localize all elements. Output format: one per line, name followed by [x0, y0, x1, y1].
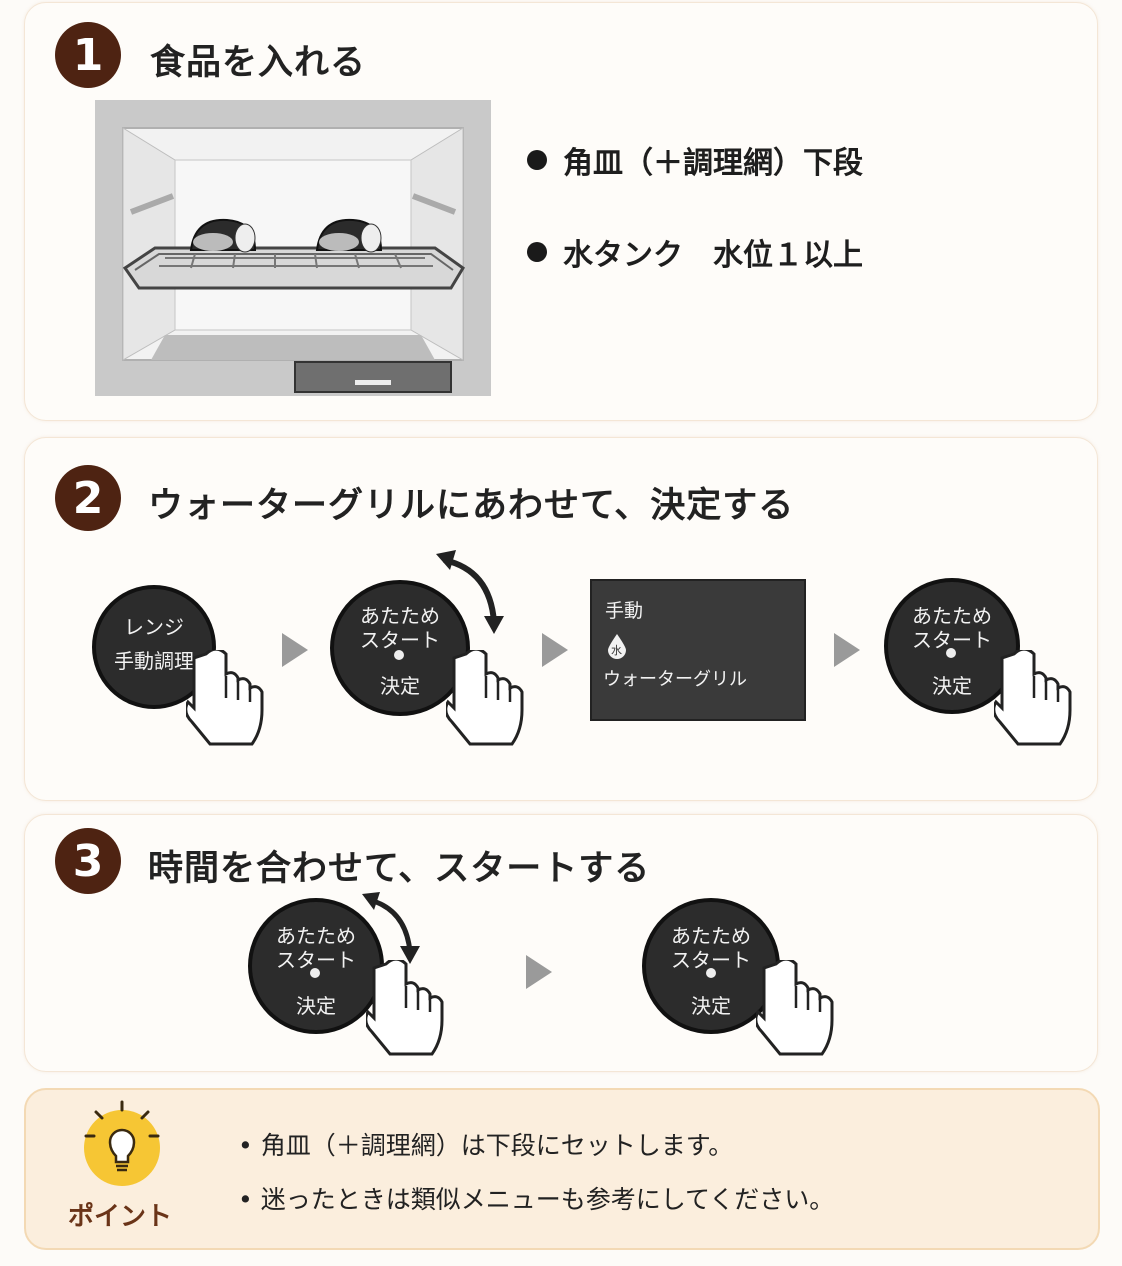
- start-dial[interactable]: あたため スタート 決定: [642, 898, 780, 1034]
- rotate-arrow-icon: [436, 550, 504, 634]
- dial-label-line1: あたため: [360, 604, 440, 628]
- step3-badge: 3: [55, 828, 121, 894]
- dial-label-line3: 決定: [296, 994, 336, 1018]
- arrow-right-icon: [526, 955, 552, 989]
- bullet-dot: [527, 150, 547, 170]
- arrow-right-icon: [542, 633, 568, 667]
- dial-label-line2: 手動調理: [114, 649, 194, 673]
- point-box: ポイント • 角皿（＋調理網）は下段にセットします。 • 迷ったときは類似メニュ…: [24, 1088, 1100, 1250]
- step3-title: 時間を合わせて、スタートする: [148, 849, 651, 889]
- start-dial[interactable]: あたため スタート 決定: [884, 578, 1020, 714]
- dial-label-line3: 決定: [691, 994, 731, 1018]
- step1-bullet-2: 水タンク 水位１以上: [527, 230, 863, 274]
- display-mode: 手動: [605, 600, 644, 622]
- step2-title: ウォーターグリルにあわせて、決定する: [148, 486, 795, 526]
- start-dial[interactable]: あたため スタート 決定: [248, 898, 384, 1034]
- dial-label-line1: レンジ: [124, 615, 184, 639]
- bullet-text: 角皿（＋調理網）下段: [563, 146, 863, 181]
- dial-center-dot: [310, 968, 320, 978]
- dial-label-line3: 決定: [380, 674, 420, 698]
- dial-center-dot: [706, 968, 716, 978]
- water-drop-char: 水: [611, 644, 622, 657]
- lightbulb-icon: [84, 1100, 160, 1186]
- bullet-dot: [527, 242, 547, 262]
- step1-badge: 1: [55, 22, 121, 88]
- start-dial[interactable]: あたため スタート 決定: [330, 580, 470, 716]
- rotate-arrow-icon: [362, 892, 420, 964]
- dial-face: [248, 898, 384, 1034]
- step1-title: 食品を入れる: [150, 43, 367, 83]
- pointing-hand-icon: [186, 650, 264, 746]
- control-display: 手動 水 ウォーターグリル: [590, 579, 806, 721]
- arrow-right-icon: [282, 633, 308, 667]
- arrow-right-icon: [834, 633, 860, 667]
- food-piece-left: [189, 218, 257, 253]
- step1-bullet-1: 角皿（＋調理網）下段: [527, 138, 863, 182]
- dial-label-line1: あたため: [912, 604, 992, 628]
- point-line-1: • 角皿（＋調理網）は下段にセットします。: [238, 1131, 734, 1160]
- dial-face: [330, 580, 470, 716]
- point-label: ポイント: [68, 1202, 173, 1232]
- step2-badge: 2: [55, 465, 121, 531]
- dial-label-line1: あたため: [671, 924, 751, 948]
- dial-label-line3: 決定: [932, 674, 972, 698]
- food-piece-right: [315, 218, 383, 253]
- dial-label-line2: スタート: [360, 628, 440, 652]
- dial-label-line1: あたため: [276, 924, 356, 948]
- display-menu: ウォーターグリル: [603, 669, 747, 690]
- pointing-hand-icon: [446, 650, 524, 746]
- point-line-2: • 迷ったときは類似メニューも参考にしてください。: [238, 1185, 835, 1214]
- pointing-hand-icon: [756, 960, 834, 1056]
- bullet-text: 水タンク 水位１以上: [563, 238, 863, 273]
- dial-face: [884, 578, 1020, 714]
- dial-center-dot: [394, 650, 404, 660]
- pointing-hand-icon: [994, 650, 1072, 746]
- oven-illustration: [95, 100, 491, 396]
- dial-center-dot: [946, 648, 956, 658]
- pointing-hand-icon: [366, 960, 444, 1056]
- water-drop-icon: 水: [606, 633, 628, 659]
- step3-card: [24, 814, 1098, 1072]
